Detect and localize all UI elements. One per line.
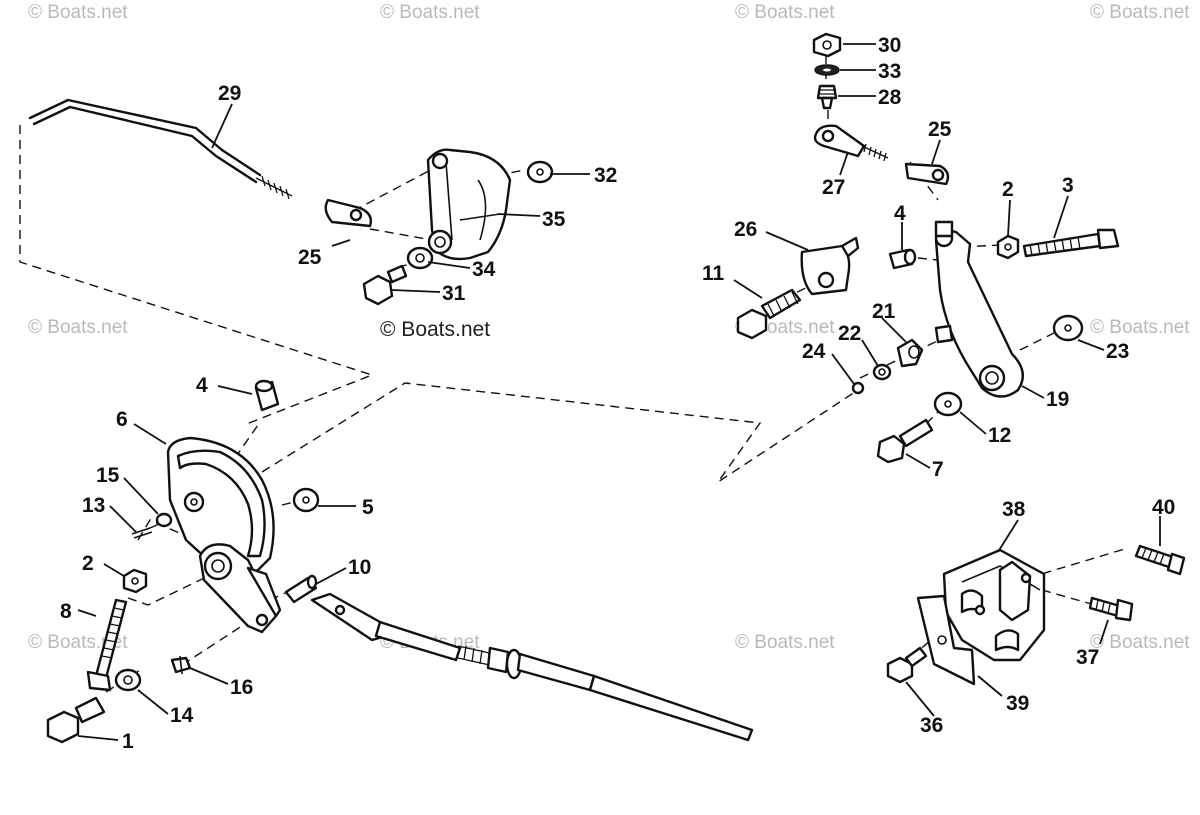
callout-25-right: 25 (928, 118, 952, 141)
callout-23: 23 (1106, 340, 1129, 363)
callout-6: 6 (116, 408, 128, 431)
watermark: © Boats.net (735, 2, 835, 23)
watermark: © Boats.net (380, 2, 480, 23)
callout-5: 5 (362, 496, 374, 519)
shoulder-bolt-1 (46, 696, 106, 744)
callout-12: 12 (988, 424, 1011, 447)
callout-15: 15 (96, 464, 120, 487)
callout-1: 1 (122, 730, 134, 753)
throttle-cable (310, 592, 754, 742)
callout-40: 40 (1152, 496, 1175, 519)
screw-37 (1088, 596, 1134, 622)
long-screw-8 (86, 598, 128, 692)
callout-8: 8 (60, 600, 72, 623)
pin-10 (284, 574, 318, 604)
callout-37: 37 (1076, 646, 1099, 669)
callout-26: 26 (734, 218, 757, 241)
callout-38: 38 (1002, 498, 1026, 521)
callout-11: 11 (702, 262, 725, 285)
bushing-4-left (254, 379, 280, 412)
shoulder-bolt-31 (362, 264, 408, 306)
throttle-rod-29 (28, 98, 293, 200)
washer-22 (872, 363, 892, 381)
throttle-cam-6 (166, 436, 275, 584)
ball-stud-28 (816, 84, 838, 110)
spacer-21 (896, 338, 924, 368)
callout-24: 24 (802, 340, 826, 363)
nut-2-left (122, 568, 148, 594)
callout-4-right: 4 (894, 202, 906, 225)
washer-12 (933, 391, 963, 417)
nut-2-right (996, 234, 1020, 260)
callout-36: 36 (920, 714, 943, 737)
watermark: © Boats.net (28, 2, 128, 23)
callout-numbers: 30 33 28 25 27 2 3 4 26 11 21 22 24 23 1… (60, 34, 1175, 753)
hex-bolt-11 (736, 288, 802, 340)
cotter-pin-13 (131, 527, 153, 539)
callout-2-left: 2 (82, 552, 94, 575)
callout-21: 21 (872, 300, 896, 323)
cable-bracket-38 (942, 548, 1046, 662)
watermark: © Boats.net (28, 317, 128, 338)
callout-10: 10 (348, 556, 371, 579)
callout-31: 31 (442, 282, 466, 305)
washer-15 (155, 512, 173, 528)
washer-23 (1052, 314, 1084, 342)
callout-28: 28 (878, 86, 902, 109)
watermark: © Boats.net (1090, 2, 1190, 23)
rod-end-27 (813, 124, 889, 162)
washer-14 (114, 668, 142, 692)
callout-35: 35 (542, 208, 566, 231)
long-screw-3 (1022, 228, 1120, 258)
washer-24 (851, 381, 865, 395)
callout-27: 27 (822, 176, 845, 199)
diagram-credit: © Boats.net (380, 318, 490, 341)
throttle-lever-19 (934, 220, 1024, 398)
washer-33 (814, 64, 840, 76)
rod-end-25-right (904, 162, 950, 186)
shoulder-bolt-7 (876, 418, 934, 464)
callout-14: 14 (170, 704, 194, 727)
callout-3: 3 (1062, 174, 1074, 197)
clip-16 (170, 655, 192, 675)
callout-16: 16 (230, 676, 253, 699)
callout-34: 34 (472, 258, 496, 281)
bushing-4-right (888, 248, 917, 270)
callout-30: 30 (878, 34, 901, 57)
callout-19: 19 (1046, 388, 1069, 411)
watermark: © Boats.net (1090, 317, 1190, 338)
callout-leaders (77, 43, 1161, 741)
watermark: © Boats.net (1090, 632, 1190, 653)
callout-7: 7 (932, 458, 944, 481)
shim-plate-39 (916, 594, 976, 686)
screw-40 (1134, 544, 1186, 576)
cam-plate-26 (800, 236, 860, 296)
callout-4-left: 4 (196, 374, 208, 397)
callout-39: 39 (1006, 692, 1029, 715)
rod-end-25-left (324, 198, 373, 228)
screw-36 (886, 646, 928, 684)
callout-13: 13 (82, 494, 105, 517)
watermark: © Boats.net (735, 632, 835, 653)
washer-34 (406, 246, 434, 270)
throttle-arm (198, 543, 282, 634)
callout-25-left: 25 (298, 246, 322, 269)
washer-5 (292, 487, 320, 513)
callout-33: 33 (878, 60, 901, 83)
callout-32: 32 (594, 164, 617, 187)
callout-2-right: 2 (1002, 178, 1014, 201)
washer-32 (526, 160, 554, 184)
callout-29: 29 (218, 82, 241, 105)
cam-bracket-35 (426, 148, 512, 261)
hex-nut-30 (812, 32, 842, 58)
callout-22: 22 (838, 322, 861, 345)
